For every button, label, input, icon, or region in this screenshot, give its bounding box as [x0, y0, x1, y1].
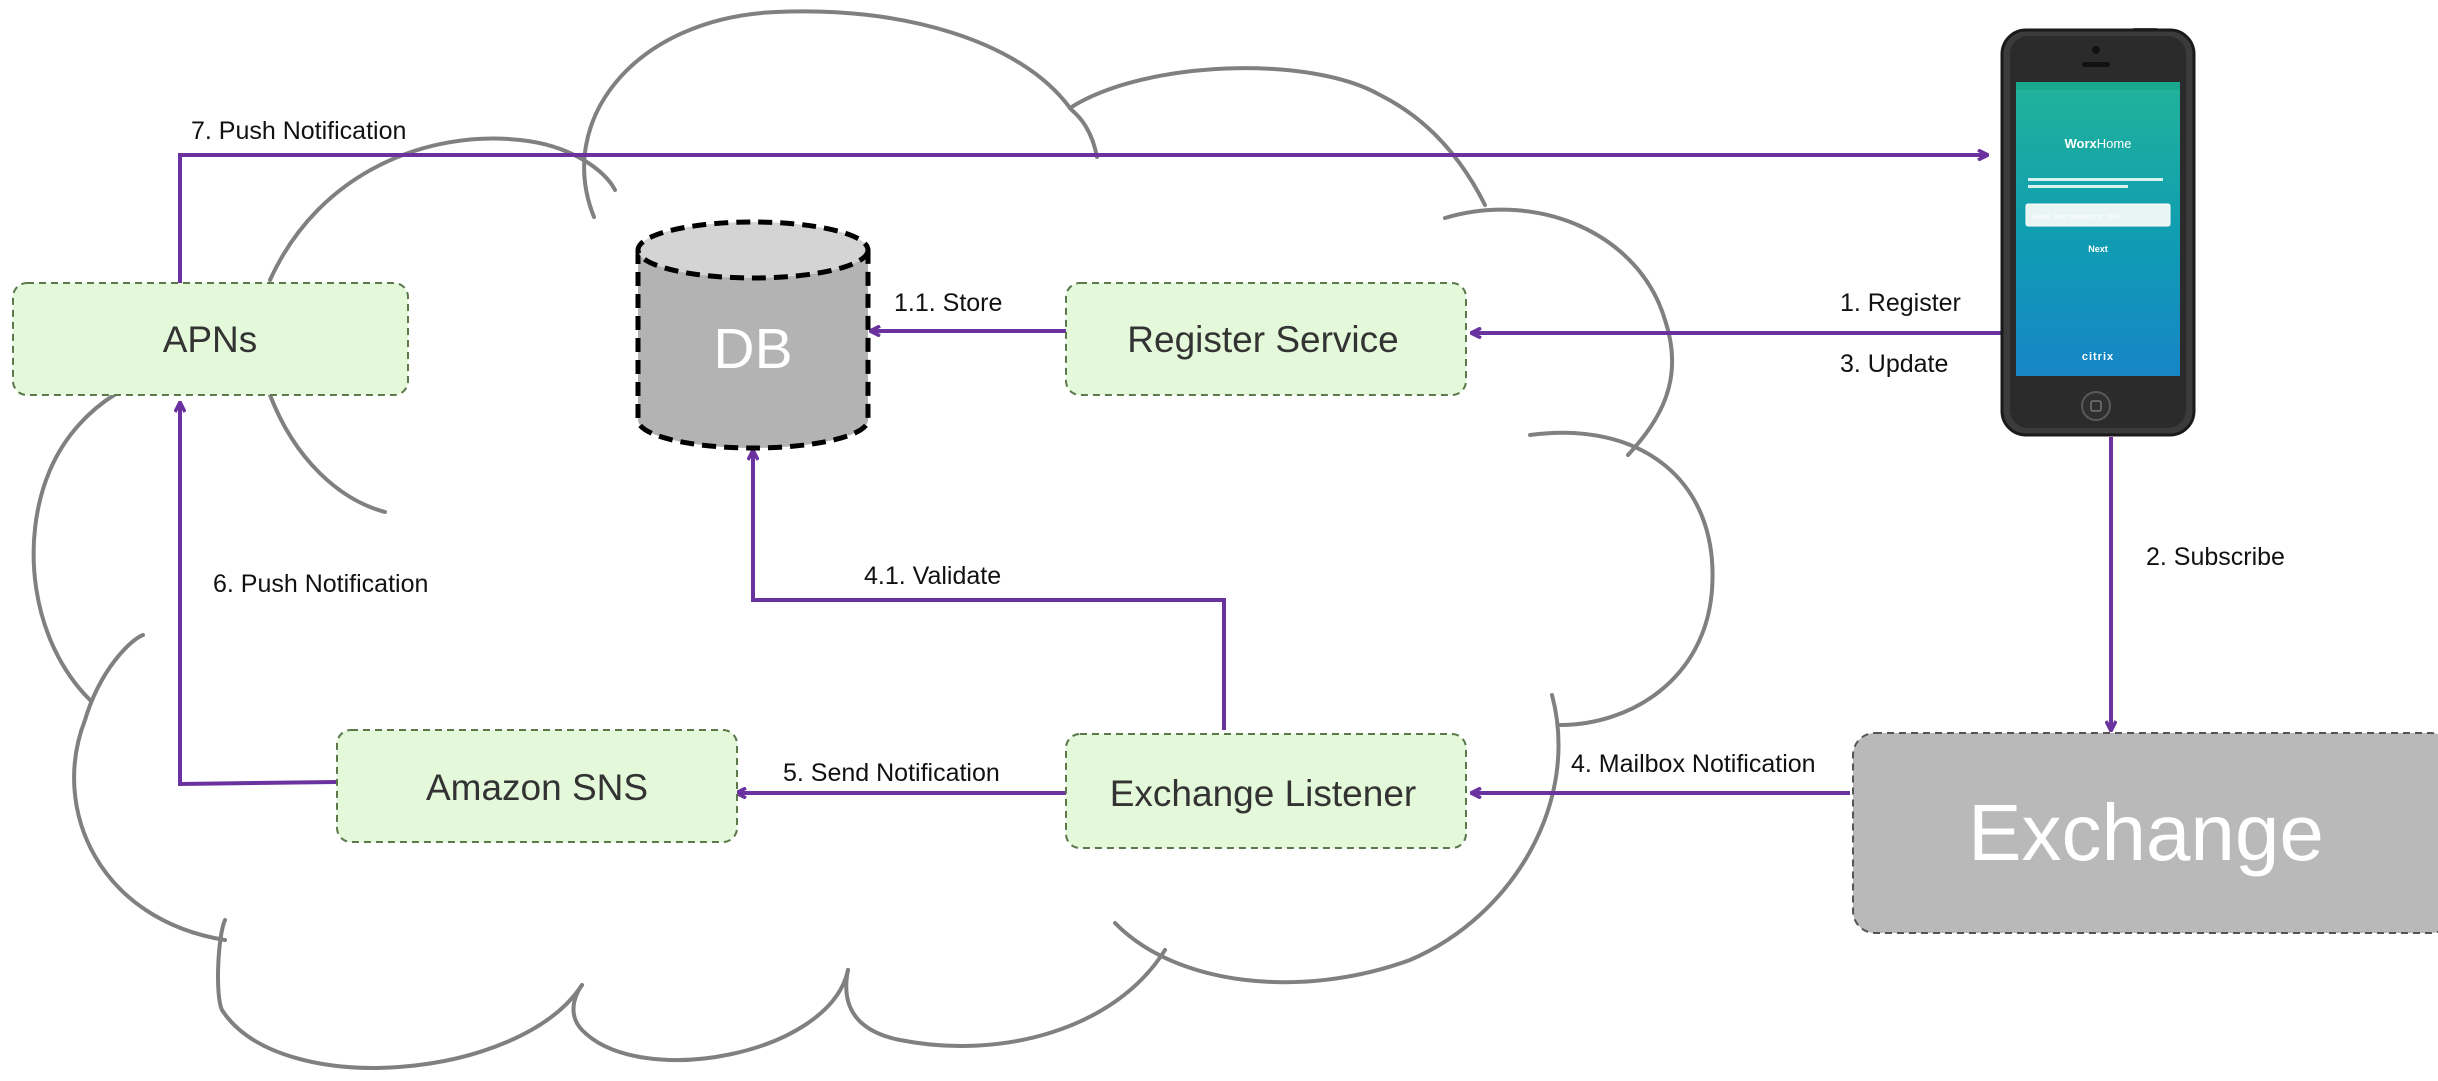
register-service-label: Register Service	[1127, 319, 1398, 360]
register-service-node: Register Service	[1065, 282, 1467, 396]
edge-validate	[753, 451, 1226, 730]
email-placeholder: Email, User address or UPN	[2032, 214, 2120, 221]
amazon-sns-node: Amazon SNS	[336, 729, 738, 843]
citrix-logo: citrix	[2082, 351, 2114, 363]
status-bar	[2016, 82, 2180, 90]
exchange-listener-label: Exchange Listener	[1110, 773, 1416, 814]
label-validate: 4.1. Validate	[864, 562, 1001, 590]
label-push-7: 7. Push Notification	[191, 117, 406, 145]
label-store: 1.1. Store	[894, 289, 1002, 317]
front-camera	[2092, 46, 2100, 54]
home-button[interactable]	[2081, 391, 2111, 421]
exchange-listener-node: Exchange Listener	[1065, 733, 1467, 849]
home-button-icon	[2090, 400, 2102, 412]
apns-node: APNs	[12, 282, 409, 396]
db-label: DB	[713, 317, 792, 381]
instruction-line-1	[2028, 178, 2163, 181]
phone-device: WorxHome Email, User address or UPN Next…	[2000, 28, 2196, 437]
db-cylinder: DB	[635, 219, 871, 451]
edge-push-6	[180, 403, 338, 787]
cloud-outline	[31, 9, 1715, 1070]
connectors	[180, 155, 2111, 793]
edge-push-7	[178, 155, 1987, 283]
label-mailbox: 4. Mailbox Notification	[1571, 750, 1816, 778]
label-push-6: 6. Push Notification	[213, 570, 428, 598]
next-button[interactable]: Next	[2088, 244, 2108, 254]
app-title: WorxHome	[2065, 136, 2132, 151]
email-field[interactable]	[2025, 203, 2171, 227]
exchange-node: Exchange	[1852, 732, 2438, 934]
phone-screen	[2016, 82, 2180, 376]
label-subscribe: 2. Subscribe	[2146, 543, 2285, 571]
exchange-label: Exchange	[1968, 788, 2324, 877]
amazon-sns-label: Amazon SNS	[426, 767, 648, 808]
app-title-light: Home	[2097, 136, 2132, 151]
label-update: 3. Update	[1840, 350, 1948, 378]
app-title-bold: Worx	[2065, 136, 2098, 151]
label-send: 5. Send Notification	[783, 759, 1000, 787]
label-register: 1. Register	[1840, 289, 1961, 317]
apns-label: APNs	[163, 319, 258, 360]
earpiece	[2082, 62, 2110, 67]
instruction-line-2	[2028, 185, 2128, 188]
edge-labels: 7. Push Notification 1.1. Store 1. Regis…	[191, 117, 2285, 787]
